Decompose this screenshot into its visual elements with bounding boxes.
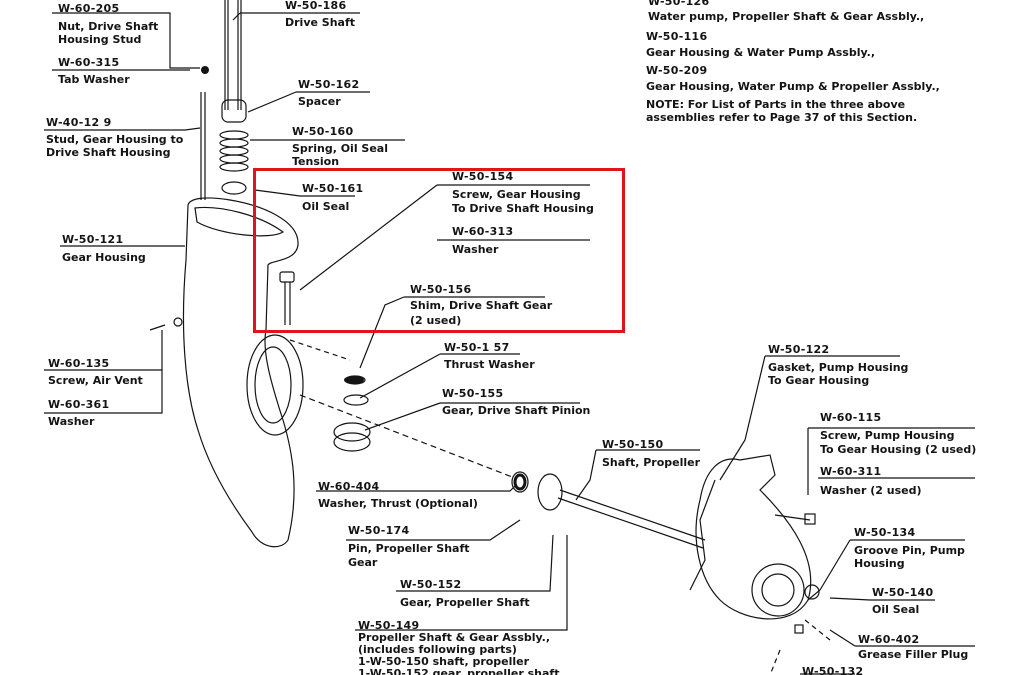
part-w50157-number: W-50-1 57 [444,341,510,354]
part-w40129-number: W-40-12 9 [46,116,112,129]
part-w60115-description: Screw, Pump Housing [820,429,955,442]
part-w60205-description-2: Housing Stud [58,33,142,46]
part-w50152-number: W-50-152 [400,578,462,591]
part-w50149-description-2: (includes following parts) [358,643,517,656]
highlight-box [253,168,625,333]
part-w50149-description-3: 1-W-50-150 shaft, propeller [358,655,530,668]
part-w50174-description: Pin, Propeller Shaft [348,542,470,555]
part-w50121-number: W-50-121 [62,233,124,246]
part-w50161-number: W-50-161 [302,182,364,195]
part-w50122-description: Gasket, Pump Housing [768,361,909,374]
part-w60404-description: Washer, Thrust (Optional) [318,497,478,510]
part-w50140-description: Oil Seal [872,603,920,616]
assembly-1-description: Water pump, Propeller Shaft & Gear Assbl… [648,10,925,23]
part-w60361-number: W-60-361 [48,398,110,411]
part-w50122-number: W-50-122 [768,343,830,356]
part-w50162-number: W-50-162 [298,78,360,91]
part-w60315-number: W-60-315 [58,56,120,69]
part-w50160-description: Spring, Oil Seal [292,142,389,155]
part-w40129-description-2: Drive Shaft Housing [46,146,171,159]
part-w50154-description: Screw, Gear Housing [452,188,581,201]
part-w60205-description: Nut, Drive Shaft [58,20,159,33]
part-w60402-description: Grease Filler Plug [858,648,969,661]
part-w50186-number: W-50-186 [285,0,347,12]
part-w50160-description-2: Tension [292,155,340,168]
part-w50134-description-2: Housing [854,557,905,570]
part-w50155-number: W-50-155 [442,387,504,400]
assembly-2-description: Gear Housing & Water Pump Assbly., [646,46,876,59]
part-w60311-description: Washer (2 used) [820,484,922,497]
part-w50134-number: W-50-134 [854,526,916,539]
assembly-3-description: Gear Housing, Water Pump & Propeller Ass… [646,80,940,93]
part-w50162-description: Spacer [298,95,341,108]
part-w50149-description: Propeller Shaft & Gear Assbly., [358,631,551,644]
assembly-2-number: W-50-116 [646,30,708,43]
part-w60135-description: Screw, Air Vent [48,374,143,387]
assembly-note-line-2: assemblies refer to Page 37 of this Sect… [646,111,918,124]
part-w60311-number: W-60-311 [820,465,882,478]
part-w50186-description: Drive Shaft [285,16,356,29]
part-w50149-description-4: 1-W-50-152 gear, propeller shaft [358,667,560,675]
part-w60361-description: Washer [48,415,95,428]
part-w50156-description: Shim, Drive Shaft Gear [410,299,553,312]
part-w60402-number: W-60-402 [858,633,920,646]
part-w50122-description-2: To Gear Housing [768,374,870,387]
part-w50149-number: W-50-149 [358,619,420,632]
part-w50150-number: W-50-150 [602,438,664,451]
part-w50156-number: W-50-156 [410,283,472,296]
part-w50140-number: W-50-140 [872,586,934,599]
part-w60115-number: W-60-115 [820,411,882,424]
part-w50152-description: Gear, Propeller Shaft [400,596,530,609]
part-w60135-number: W-60-135 [48,357,110,370]
part-w50121-description: Gear Housing [62,251,146,264]
part-w50155-description: Gear, Drive Shaft Pinion [442,404,591,417]
part-w40129-description: Stud, Gear Housing to [46,133,184,146]
part-w60313-description: Washer [452,243,499,256]
part-w50161-description: Oil Seal [302,200,350,213]
part-w60315-description: Tab Washer [58,73,130,86]
part-w50156-description-2: (2 used) [410,314,462,327]
part-w50134-description: Groove Pin, Pump [854,544,965,557]
part-w60115-description-2: To Gear Housing (2 used) [820,443,977,456]
part-w50150-description: Shaft, Propeller [602,456,701,469]
part-w50174-number: W-50-174 [348,524,410,537]
part-w60313-number: W-60-313 [452,225,514,238]
assembly-3-number: W-50-209 [646,64,708,77]
part-w50160-number: W-50-160 [292,125,354,138]
part-w50132-number: W-50-132 [802,665,864,675]
part-w50157-description: Thrust Washer [444,358,535,371]
part-w60205-number: W-60-205 [58,2,120,15]
part-w50174-description-2: Gear [348,556,378,569]
part-w50154-number: W-50-154 [452,170,514,183]
part-w60404-number: W-60-404 [318,480,380,493]
part-w50154-description-2: To Drive Shaft Housing [452,202,594,215]
assembly-note-line-1: NOTE: For List of Parts in the three abo… [646,98,906,111]
assembly-1-number: W-50-126 [648,0,710,8]
